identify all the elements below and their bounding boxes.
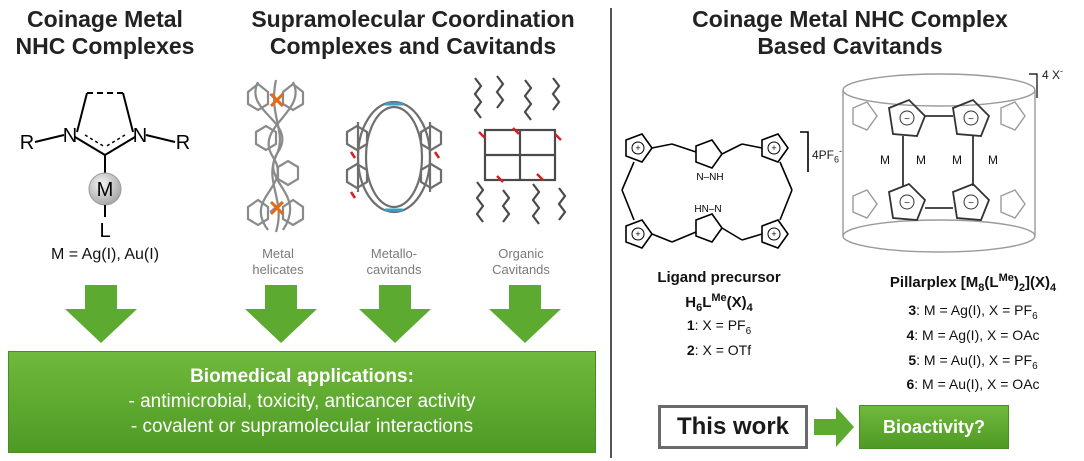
atom-n1: N (63, 125, 77, 147)
supramolecular-heading-line1: Supramolecular Coordination (251, 6, 575, 32)
minus-sign: − (904, 114, 910, 125)
down-arrow (359, 285, 431, 343)
ligand-formula: H6LMe(X)4 (685, 292, 753, 314)
plus-sign: + (635, 143, 640, 153)
biomedical-line1: - antimicrobial, toxicity, anticancer ac… (128, 391, 476, 412)
compound-4: 4: M = Ag(I), X = OAc (906, 326, 1040, 343)
nhc-heading-line1: Coinage Metal (27, 6, 183, 32)
caption-metal-helicates: Metal helicates (228, 246, 328, 278)
ligand-title: Ligand precursor (657, 269, 781, 286)
nhc-cavitand-heading-line2: Based Cavitands (757, 33, 943, 59)
down-arrow (489, 285, 561, 343)
nhc-cavitand-heading-line1: Coinage Metal NHC Complex (692, 6, 1008, 32)
caption-organic-cavitands: Organic Cavitands (471, 246, 571, 278)
down-arrow (65, 285, 137, 343)
panel-divider (610, 8, 612, 458)
biomedical-applications-box: Biomedical applications: - antimicrobial… (8, 351, 596, 453)
caption-line1: Metallo- (370, 246, 418, 261)
compound-2: 2: X = OTf (686, 341, 752, 358)
minus-sign: − (968, 114, 974, 125)
atom-r2: R (176, 132, 190, 154)
atom-m: M (97, 179, 114, 201)
minus-sign: − (904, 198, 910, 209)
metal-atom-label: M (988, 153, 998, 167)
compound-3: 3: M = Ag(I), X = PF6 (908, 302, 1038, 322)
ligand-counterion: 4PF6- (812, 146, 843, 165)
metal-helicate-structure (246, 79, 305, 233)
plus-sign: + (771, 143, 776, 153)
atom-n2: N (133, 125, 147, 147)
right-arrow (814, 407, 854, 447)
atom-l: L (99, 220, 110, 242)
compound-5: 5: M = Au(I), X = PF6 (908, 351, 1038, 372)
metal-atom-label: M (880, 153, 890, 167)
biomedical-line2: - covalent or supramolecular interaction… (130, 416, 474, 437)
ligand-compound-list: 1: X = PF6 2: X = OTf (614, 316, 824, 366)
nhc-structure: R N N R M L (20, 92, 190, 242)
metallocavitand-structure (345, 100, 443, 214)
caption-line2: Cavitands (492, 262, 550, 277)
caption-line2: cavitands (366, 262, 422, 277)
down-arrow (245, 285, 317, 343)
supramolecular-heading: Supramolecular Coordination Complexes an… (218, 6, 608, 60)
nhc-cavitand-heading: Coinage Metal NHC Complex Based Cavitand… (620, 6, 1080, 60)
biomedical-title: Biomedical applications: (190, 366, 414, 387)
organic-cavitand-structure (473, 75, 567, 225)
compound-1: 1: X = PF6 (686, 317, 752, 337)
caption-line1: Organic (498, 246, 544, 261)
nhc-heading: Coinage Metal NHC Complexes (0, 6, 210, 60)
nhc-heading-line2: NHC Complexes (15, 33, 195, 59)
plus-sign: + (635, 229, 640, 239)
pillarplex-counterion: 4 X- (1042, 66, 1064, 82)
atom-r1: R (20, 132, 34, 154)
metal-label: M = Ag(I), Au(I) (50, 246, 160, 263)
pillarplex-compound-list: 3: M = Ag(I), X = PF6 4: M = Ag(I), X = … (868, 301, 1078, 400)
pillarplex-label: Pillarplex [M8(LMe)2](X)4 (889, 272, 1057, 294)
metal-atom-label: M (952, 153, 962, 167)
pillarplex-structure: − − − − M M M M (842, 73, 1038, 253)
minus-sign: − (968, 198, 974, 209)
bioactivity-box: Bioactivity? (859, 405, 1009, 449)
ligand-precursor-label: Ligand precursor H6LMe(X)4 (614, 267, 824, 319)
caption-line1: Metal (262, 246, 294, 261)
hn-label: HN–N (694, 204, 721, 215)
this-work-box: This work (658, 405, 808, 449)
caption-line2: helicates (252, 262, 304, 277)
nh-label: N–NH (696, 172, 723, 183)
plus-sign: + (771, 229, 776, 239)
compound-6: 6: M = Au(I), X = OAc (906, 376, 1040, 393)
supramolecular-heading-line2: Complexes and Cavitands (269, 33, 557, 59)
ligand-precursor-structure: + + + + N–NH HN–N (621, 131, 809, 249)
caption-metallocavitands: Metallo- cavitands (344, 246, 444, 278)
metal-atom-label: M (916, 153, 926, 167)
